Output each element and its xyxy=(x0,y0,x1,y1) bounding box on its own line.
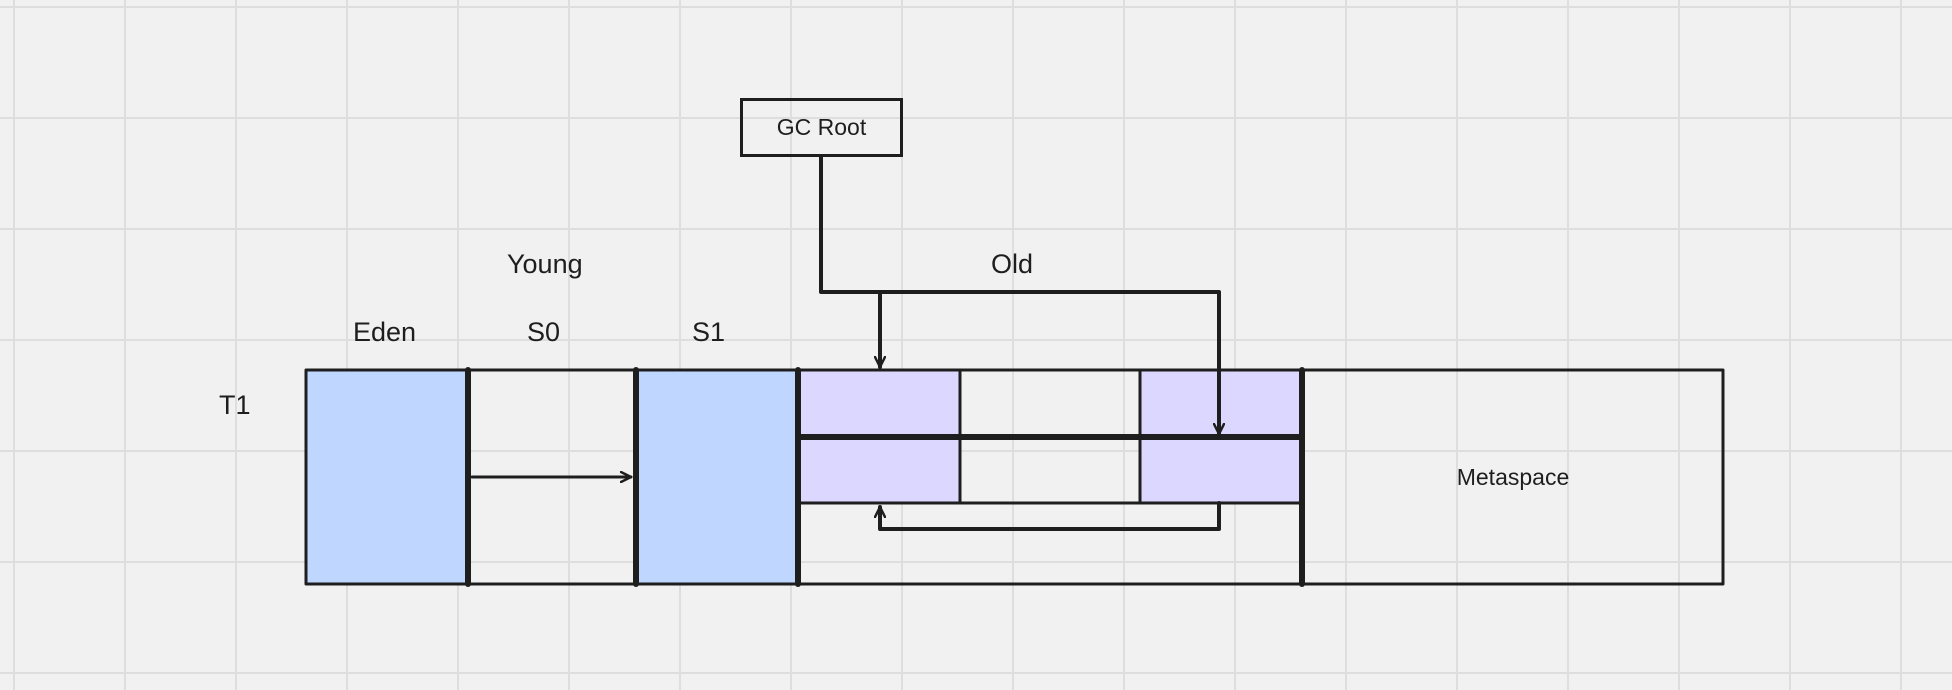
old-right-to-old-left-arrow xyxy=(880,501,1221,531)
old-object-top-left[interactable] xyxy=(800,370,959,436)
metaspace-region[interactable]: Metaspace xyxy=(1303,370,1723,584)
gc-root-label: GC Root xyxy=(776,114,867,140)
heap-outer-frame xyxy=(304,368,1725,586)
eden-label: Eden xyxy=(353,317,417,347)
old-object-bottom-left[interactable] xyxy=(800,438,959,503)
gc-root-to-old-right-arrow xyxy=(878,290,1219,436)
gc-root-to-old-left-arrow xyxy=(819,155,880,369)
s1-label: S1 xyxy=(692,317,726,347)
young-generation-label: Young xyxy=(507,249,583,279)
eden-space-fill[interactable] xyxy=(307,370,467,584)
old-object-bottom-right[interactable] xyxy=(1141,438,1301,503)
metaspace-label: Metaspace xyxy=(1456,463,1570,490)
s1-space-fill[interactable] xyxy=(637,370,797,584)
row-label-t1: T1 xyxy=(219,390,251,420)
s0-label: S0 xyxy=(527,317,561,347)
old-generation-label: Old xyxy=(991,249,1034,279)
